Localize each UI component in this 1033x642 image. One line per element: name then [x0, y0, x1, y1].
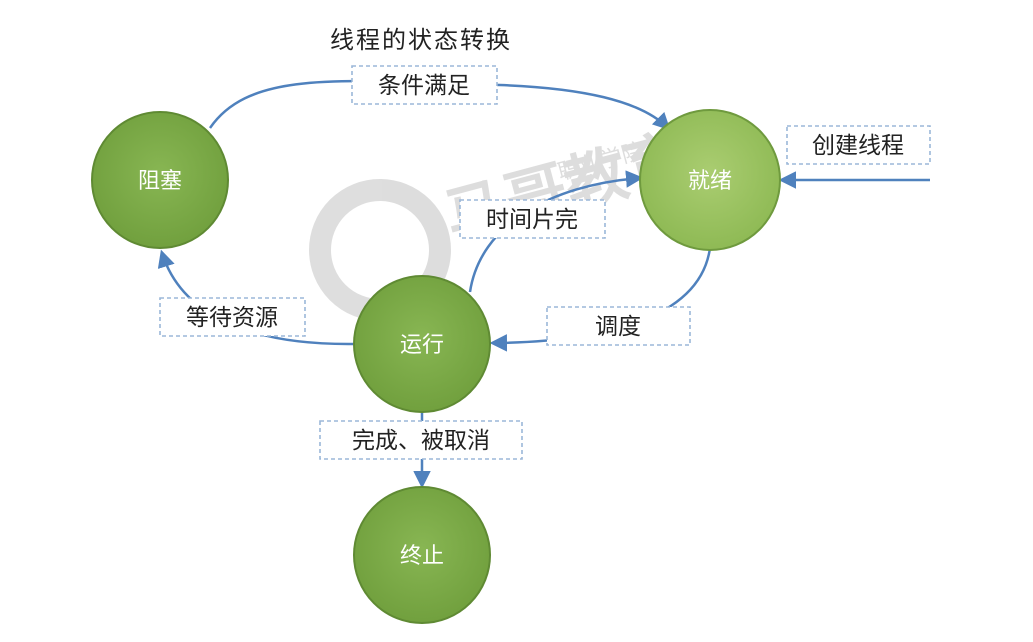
label-create-thread: 创建线程	[786, 125, 931, 165]
label-condition-met: 条件满足	[351, 65, 498, 105]
state-running: 运行	[353, 275, 491, 413]
label-schedule: 调度	[546, 306, 691, 346]
svg-text:创建线程: 创建线程	[812, 133, 904, 159]
svg-text:调度: 调度	[595, 314, 641, 340]
state-ready-label: 就绪	[688, 169, 732, 194]
svg-text:等待资源: 等待资源	[186, 305, 278, 331]
svg-text:条件满足: 条件满足	[378, 73, 470, 99]
svg-text:完成、被取消: 完成、被取消	[352, 428, 490, 454]
label-time-slice-done: 时间片完	[459, 199, 606, 239]
state-running-label: 运行	[400, 333, 444, 358]
state-ready: 就绪	[639, 109, 781, 251]
state-terminated-label: 终止	[400, 544, 444, 569]
state-blocked-label: 阻塞	[138, 169, 182, 194]
svg-text:时间片完: 时间片完	[486, 207, 578, 233]
label-completed-cancelled: 完成、被取消	[319, 420, 523, 460]
label-wait-resource: 等待资源	[159, 297, 306, 337]
diagram-title: 线程的状态转换	[330, 26, 512, 54]
state-terminated: 终止	[353, 486, 491, 624]
state-blocked: 阻塞	[91, 111, 229, 249]
